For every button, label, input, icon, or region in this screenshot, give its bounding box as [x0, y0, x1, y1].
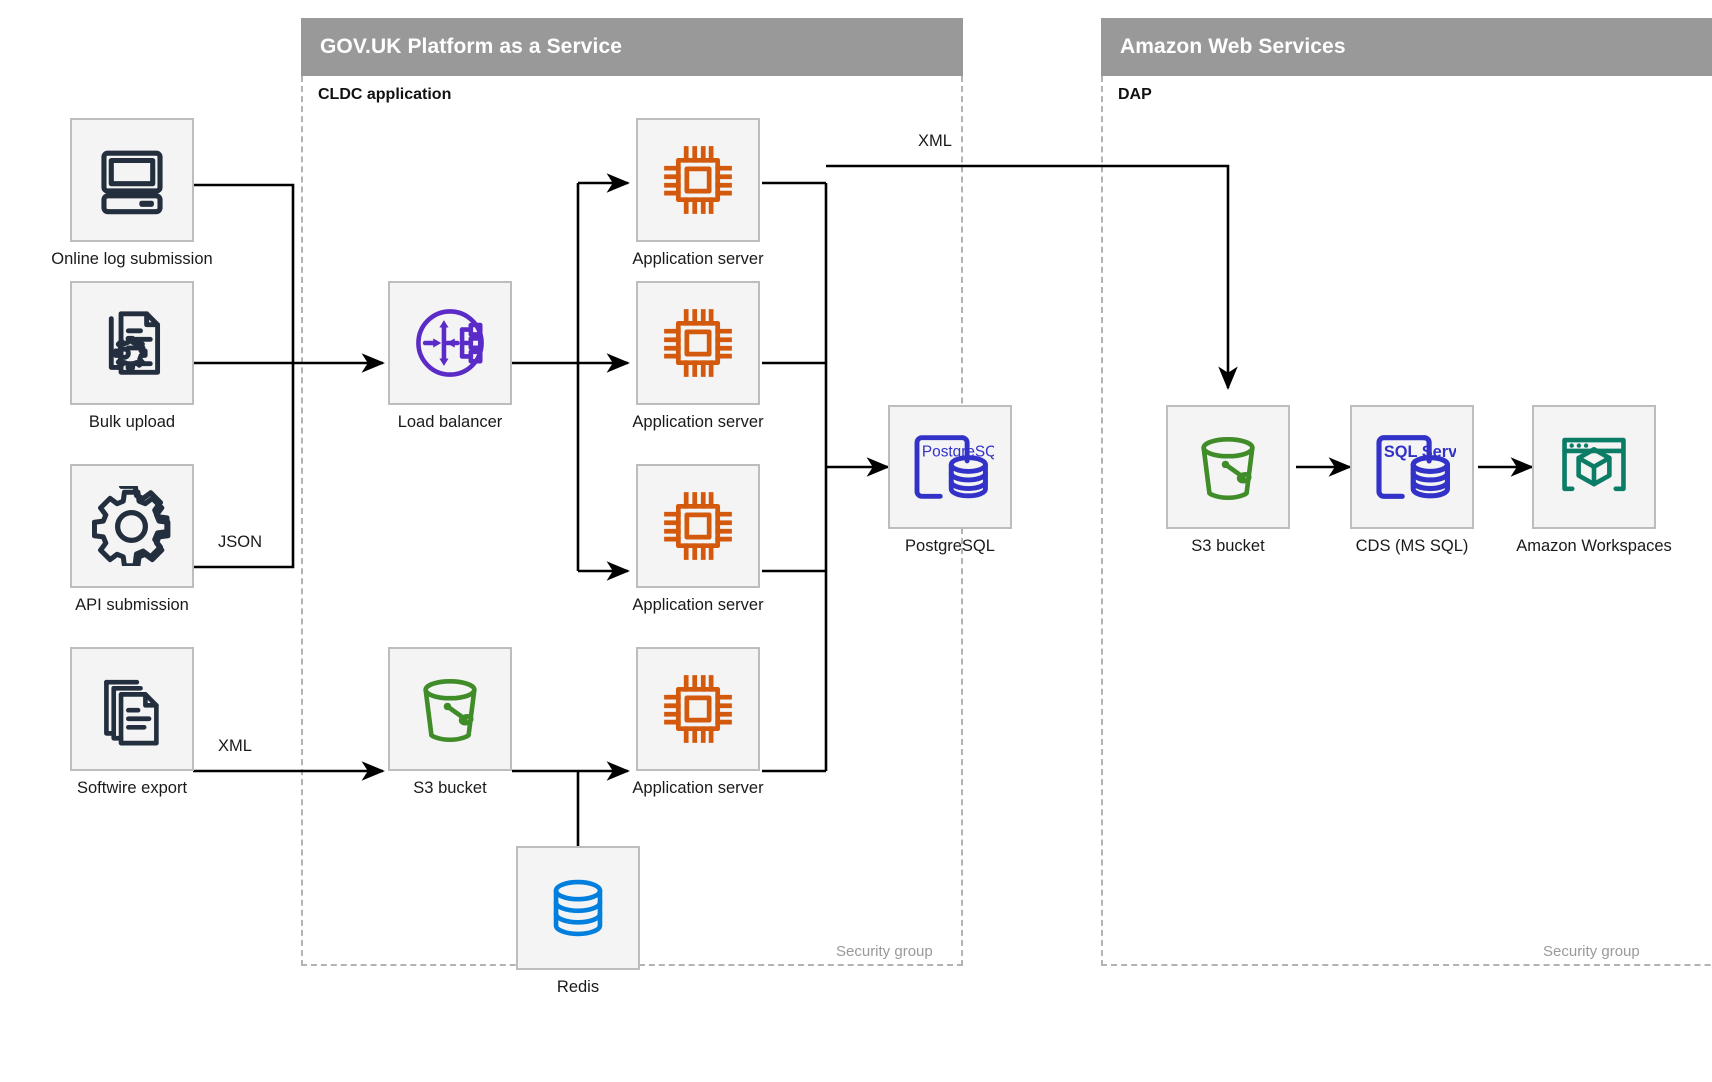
- xml-label-left: XML: [218, 737, 252, 755]
- node-label-app-server-2: Application server: [632, 413, 764, 431]
- node-softwire-export[interactable]: Softwire export: [70, 647, 194, 797]
- cpu-chip-icon: [664, 309, 732, 377]
- redis-database-icon: [553, 879, 603, 937]
- sql-server-icon-text: SQL Server: [1384, 443, 1456, 461]
- node-label-softwire-export: Softwire export: [76, 779, 188, 797]
- node-cds-ms-sql[interactable]: SQL Server CDS (MS SQL): [1350, 405, 1474, 555]
- s3-bucket-icon: [423, 679, 477, 743]
- security-group-footer-paas: Security group: [836, 943, 933, 960]
- node-label-s3-bucket-paas: S3 bucket: [413, 779, 487, 797]
- s3-bucket-icon: [1201, 437, 1255, 501]
- workspaces-cube-icon: [1562, 437, 1626, 492]
- zone-header-paas: GOV.UK Platform as a Service: [301, 18, 963, 76]
- node-label-bulk-upload: Bulk upload: [88, 413, 176, 431]
- sql-server-icon: SQL Server: [1376, 435, 1456, 499]
- postgresql-icon: PostgreSQL: [914, 435, 994, 499]
- node-api-submission[interactable]: API submission: [70, 464, 194, 614]
- node-label-app-server-4: Application server: [632, 779, 764, 797]
- cpu-chip-icon: [664, 146, 732, 214]
- node-label-postgresql: PostgreSQL: [905, 537, 995, 555]
- node-s3-bucket-aws[interactable]: S3 bucket: [1166, 405, 1290, 555]
- node-app-server-4[interactable]: Application server: [632, 647, 764, 797]
- node-app-server-1[interactable]: Application server: [632, 118, 764, 268]
- node-s3-bucket-paas[interactable]: S3 bucket: [388, 647, 512, 797]
- node-label-api-submission: API submission: [75, 596, 189, 614]
- node-label-amazon-workspaces: Amazon Workspaces: [1516, 537, 1672, 555]
- postgresql-icon-text: PostgreSQL: [922, 444, 994, 461]
- node-label-cds-ms-sql: CDS (MS SQL): [1355, 537, 1469, 555]
- node-label-app-server-1: Application server: [632, 250, 764, 268]
- xml-label-top: XML: [918, 132, 952, 150]
- node-app-server-3[interactable]: Application server: [632, 464, 764, 614]
- security-group-aws: [1101, 76, 1712, 966]
- node-label-load-balancer: Load balancer: [397, 413, 503, 431]
- documents-stack-icon: [104, 679, 159, 746]
- node-redis[interactable]: Redis: [516, 846, 640, 996]
- node-app-server-2[interactable]: Application server: [632, 281, 764, 431]
- desktop-computer-icon: [101, 150, 163, 215]
- security-group-footer-aws: Security group: [1543, 943, 1640, 960]
- zone-header-aws: Amazon Web Services: [1101, 18, 1712, 76]
- node-amazon-workspaces[interactable]: Amazon Workspaces: [1516, 405, 1672, 555]
- load-balancer-icon: [416, 309, 484, 377]
- zone-title-paas: GOV.UK Platform as a Service: [320, 35, 622, 58]
- security-group-title-paas: CLDC application: [318, 86, 452, 103]
- node-postgresql[interactable]: PostgreSQL PostgreSQL: [888, 405, 1012, 555]
- node-online-log-submission[interactable]: Online log submission: [51, 118, 213, 268]
- document-gear-icon: [108, 311, 161, 375]
- cpu-chip-icon: [664, 675, 732, 743]
- node-label-online-log-submission: Online log submission: [51, 250, 213, 268]
- node-label-app-server-3: Application server: [632, 596, 764, 614]
- zone-title-aws: Amazon Web Services: [1120, 35, 1346, 58]
- node-label-s3-bucket-aws: S3 bucket: [1191, 537, 1265, 555]
- security-group-title-aws: DAP: [1118, 86, 1152, 103]
- node-load-balancer[interactable]: Load balancer: [388, 281, 512, 431]
- cpu-chip-icon: [664, 492, 732, 560]
- node-bulk-upload[interactable]: Bulk upload: [70, 281, 194, 431]
- node-label-redis: Redis: [556, 978, 600, 996]
- gear-icon: [92, 486, 171, 566]
- json-label: JSON: [218, 533, 263, 551]
